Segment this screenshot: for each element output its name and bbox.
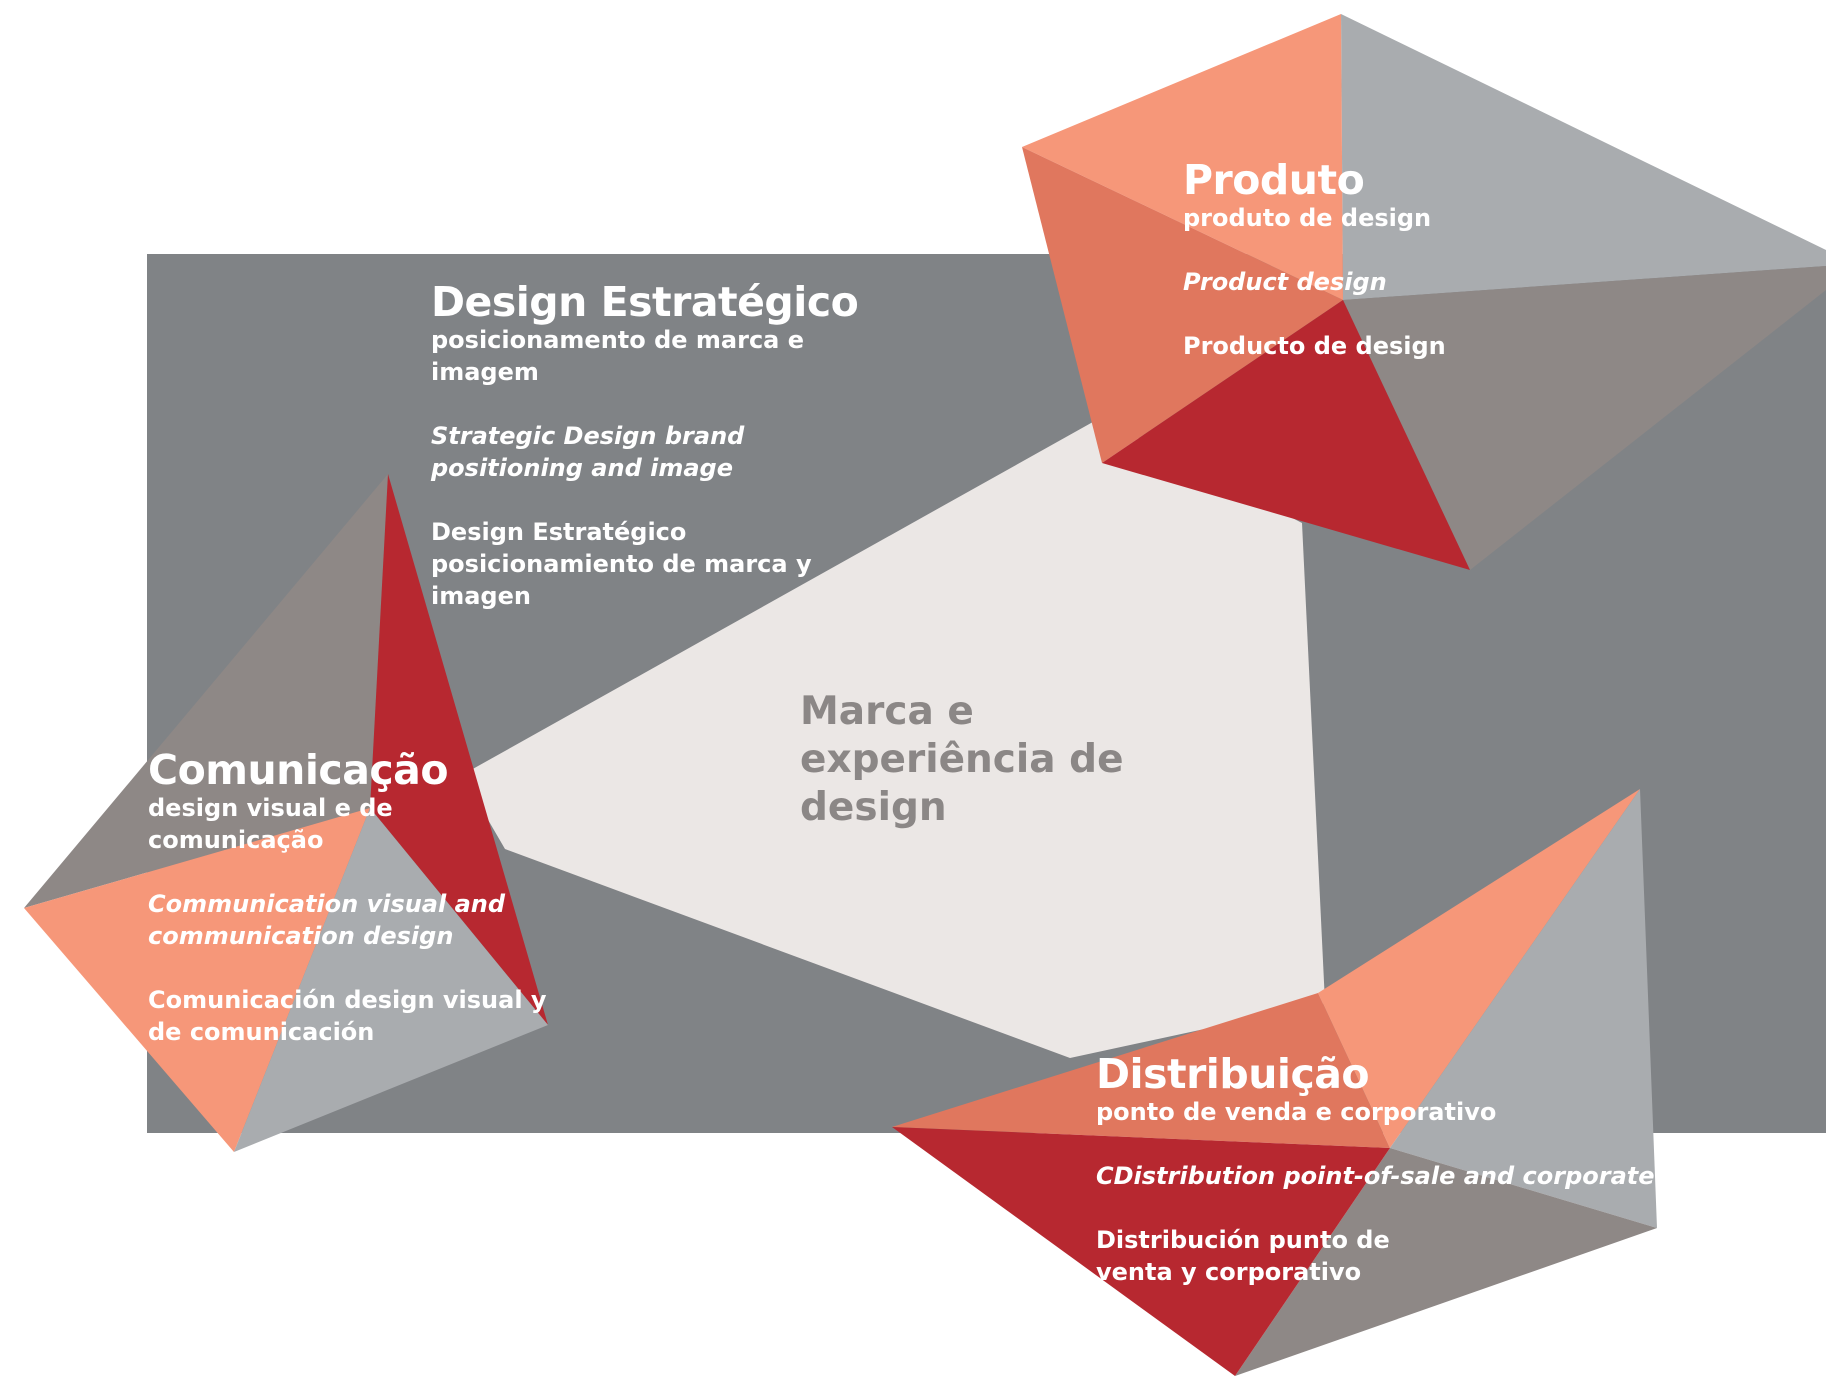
communication-facet-crimson <box>370 474 548 1025</box>
communication-en: Communication visual and communication d… <box>148 890 506 950</box>
center-triangle <box>462 418 1325 1058</box>
distribution-en: CDistribution point-of-sale and corporat… <box>1096 1162 1655 1190</box>
strategic-title: Design Estratégico <box>431 278 859 326</box>
communication-facet-silver <box>234 808 548 1152</box>
product-facet-silver <box>1341 14 1826 300</box>
distribution-facet-crimson <box>892 1127 1390 1376</box>
distribution-facet-silver <box>1390 789 1657 1228</box>
product-facet-terracotta <box>1022 147 1343 463</box>
distribution-block: Distribuição ponto de venda e corporativ… <box>1096 1052 1826 1288</box>
communication-facet-salmon <box>24 808 370 1152</box>
communication-pt: design visual e de comunicação <box>148 794 393 854</box>
product-es: Producto de design <box>1183 332 1446 360</box>
communication-es: Comunicación design visual y de comunica… <box>148 986 547 1046</box>
communication-title: Comunicação <box>148 746 449 794</box>
product-block: Produto produto de design Product design… <box>1183 158 1603 362</box>
distribution-title: Distribuição <box>1096 1050 1370 1098</box>
product-en: Product design <box>1183 268 1387 296</box>
distribution-facet-salmon <box>1318 789 1640 1148</box>
product-facet-salmon <box>1022 14 1343 300</box>
strategic-en: Strategic Design brand positioning and i… <box>431 422 745 482</box>
product-title: Produto <box>1183 156 1365 204</box>
strategic-pt: posicionamento de marca e imagem <box>431 326 804 386</box>
product-facet-crimson <box>1102 300 1470 570</box>
distribution-gem <box>892 789 1657 1376</box>
distribution-pt: ponto de venda e corporativo <box>1096 1098 1497 1126</box>
center-label: Marca e experiência de design <box>800 689 1124 830</box>
product-gem <box>1022 14 1826 570</box>
communication-block: Comunicação design visual e de comunicaç… <box>148 748 568 1048</box>
distribution-facet-taupe <box>1235 1148 1657 1376</box>
communication-gem <box>24 474 548 1152</box>
distribution-facet-terracotta <box>892 993 1390 1148</box>
product-facet-taupe <box>1343 266 1826 570</box>
strategic-es: Design Estratégico posicionamiento de ma… <box>431 518 812 610</box>
communication-facet-taupe <box>24 474 388 908</box>
strategic-block: Design Estratégico posicionamento de mar… <box>431 278 859 612</box>
product-pt: produto de design <box>1183 204 1432 232</box>
distribution-es: Distribución punto de venta y corporativ… <box>1096 1226 1390 1286</box>
